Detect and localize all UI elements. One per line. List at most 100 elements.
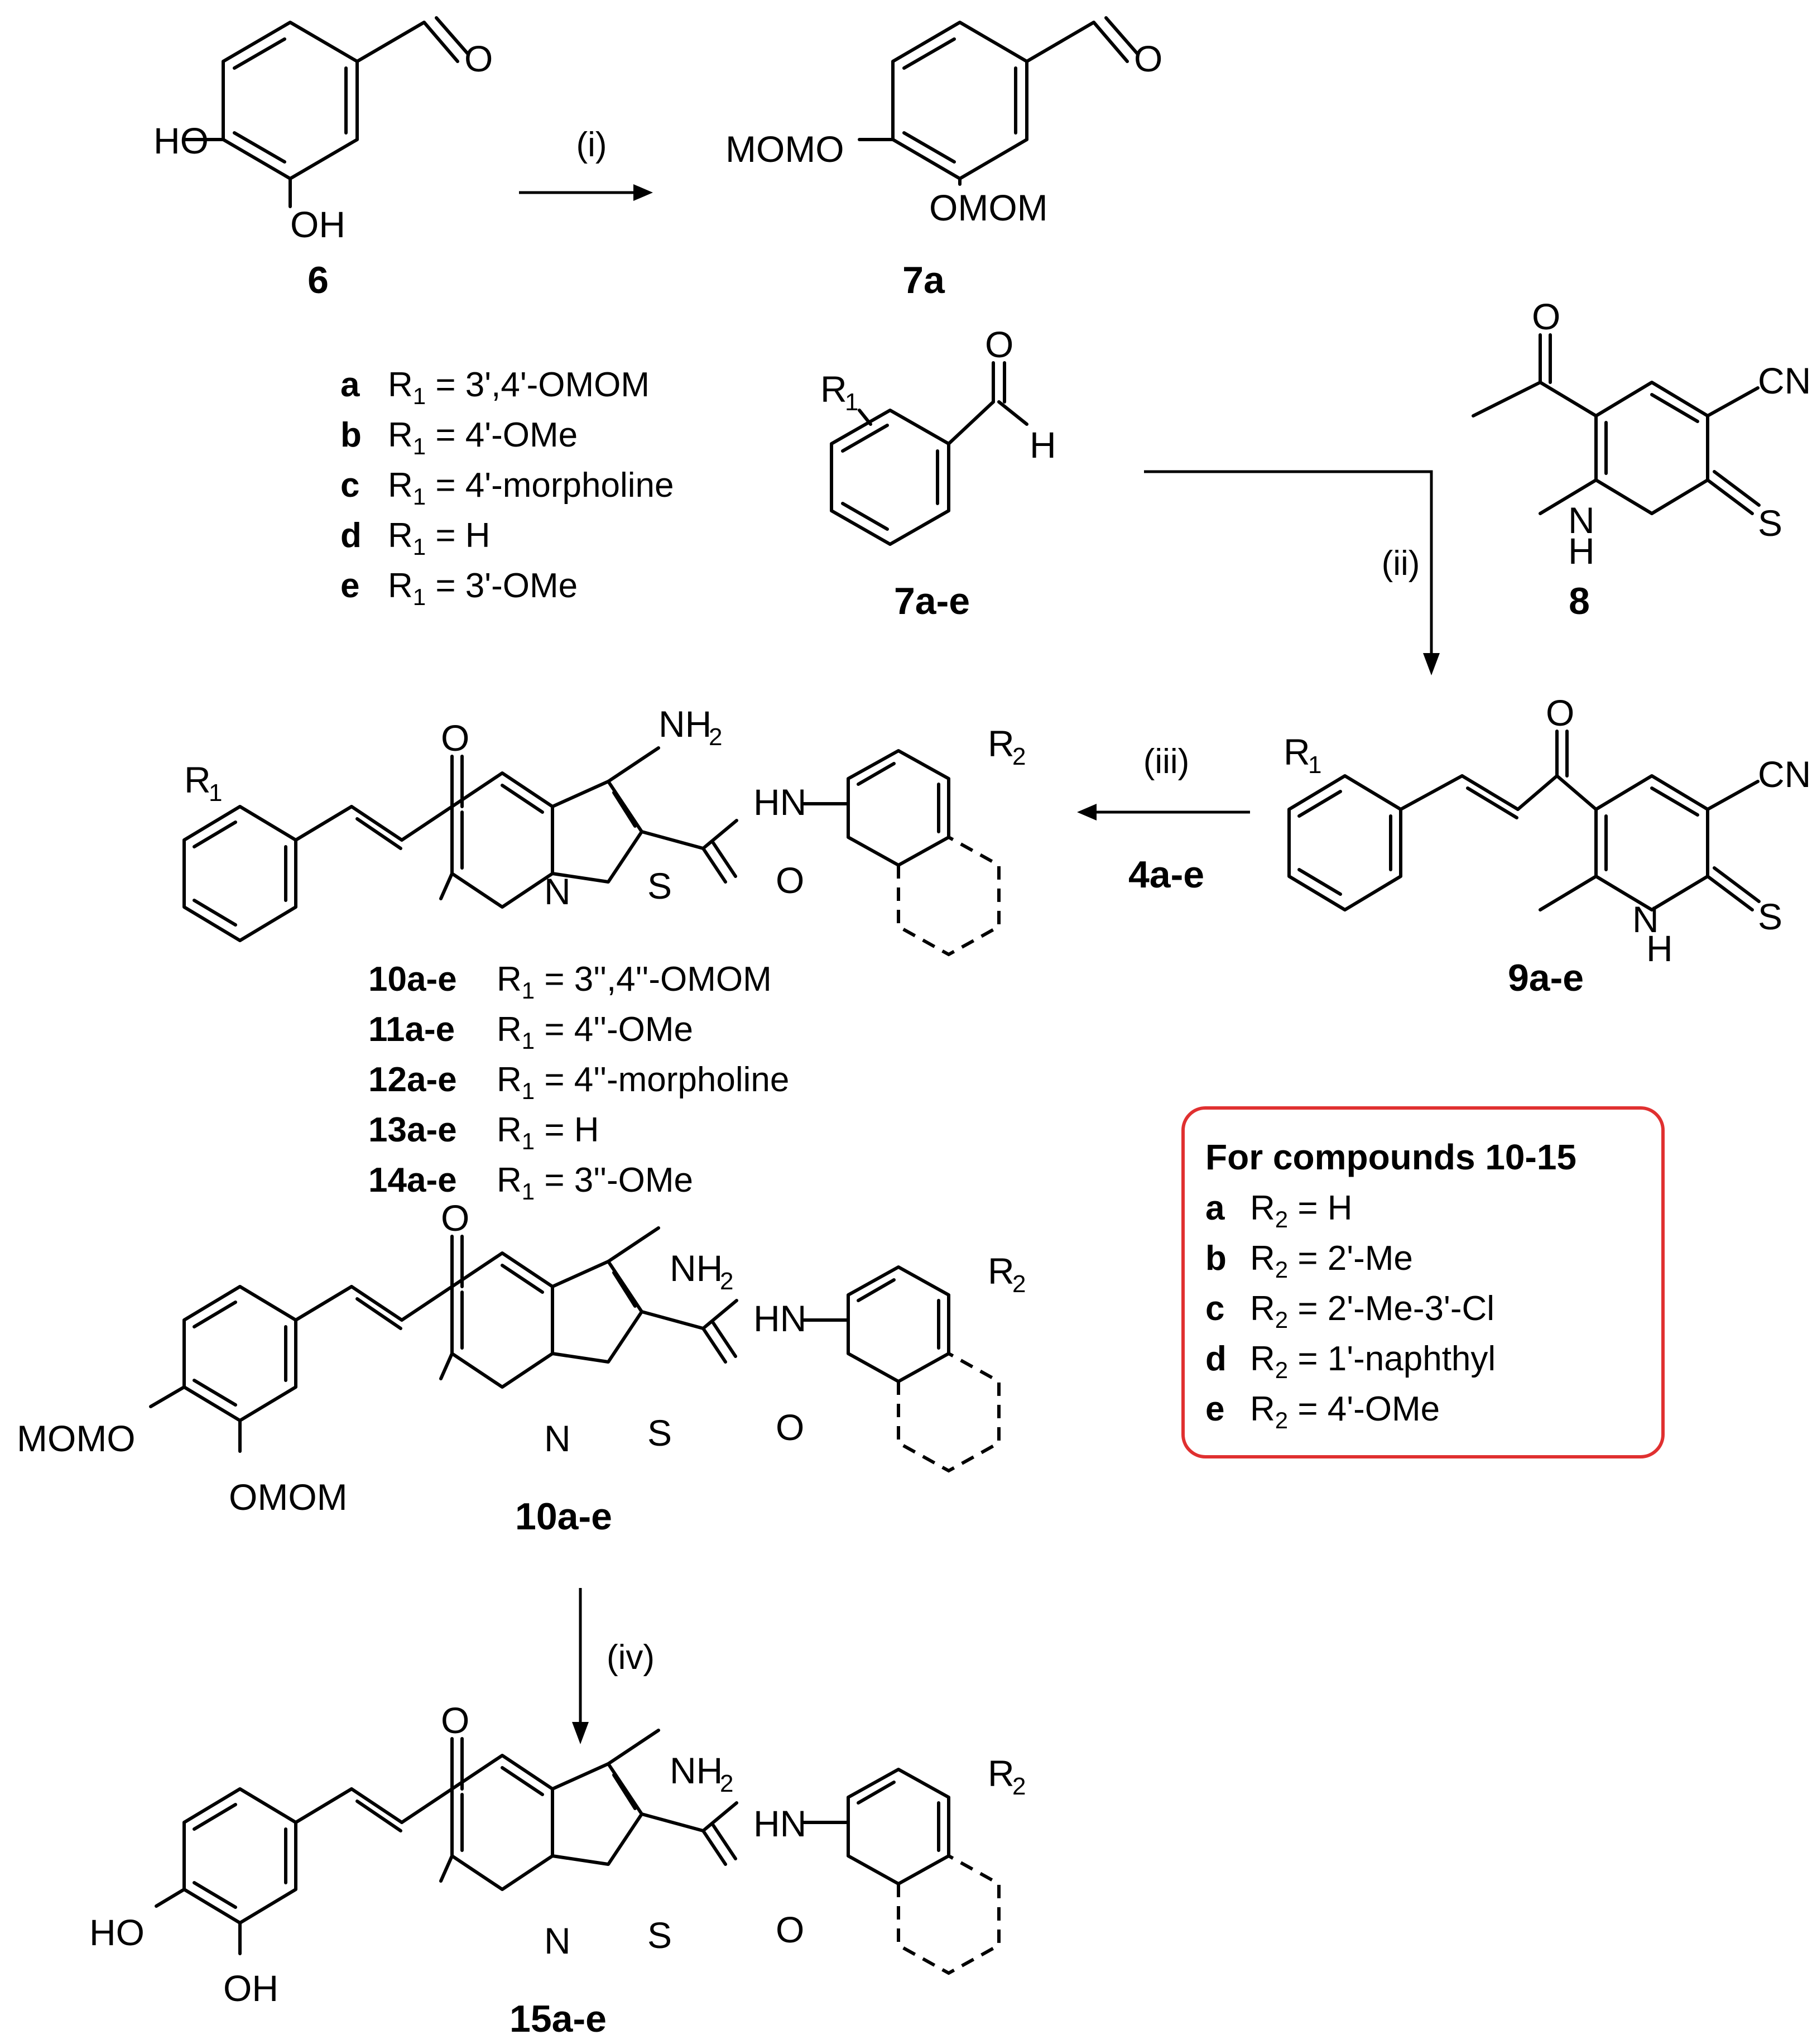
atom-label: O xyxy=(1546,692,1574,733)
atom-label: O xyxy=(1532,296,1560,337)
r2-item-subscript: 2 xyxy=(1275,1256,1288,1283)
series-item-subscript: 1 xyxy=(522,977,535,1004)
r2-item-key: b xyxy=(1205,1239,1227,1278)
arrow-head xyxy=(572,1722,589,1744)
r2-item-key: d xyxy=(1205,1340,1227,1378)
atom-label: N xyxy=(544,1418,571,1459)
atom-label: HO xyxy=(153,120,209,161)
series-item-symbol: R xyxy=(497,1111,522,1149)
atom-label: OMOM xyxy=(229,1476,348,1518)
atom-label: O xyxy=(1134,38,1162,79)
compound-label-10a-e: 10a-e xyxy=(515,1495,612,1538)
compound-15a-e-structure: HO OH O N S NH 2 O HN R 2 xyxy=(89,1700,1026,2009)
series-item-value: = 4''-OMe xyxy=(535,1010,693,1049)
atom-label: O xyxy=(776,1909,804,1950)
atom-label: O xyxy=(464,38,493,79)
series-item-subscript: 1 xyxy=(522,1128,535,1154)
series-item-symbol: R xyxy=(497,1161,522,1199)
r2-item-key: e xyxy=(1205,1390,1224,1428)
series-item-symbol: R xyxy=(497,960,522,999)
atom-subscript: 2 xyxy=(720,1268,733,1295)
atom-subscript: 2 xyxy=(1012,743,1026,770)
r2-item-value: = 1'-naphthyl xyxy=(1288,1340,1496,1378)
atom-label: N xyxy=(1632,899,1659,940)
atom-label: R xyxy=(184,759,211,800)
arrow-head xyxy=(1423,653,1440,675)
atom-label: NH xyxy=(658,703,712,745)
r1-item-subscript: 1 xyxy=(413,483,426,510)
r1-item-value: = 3'-OMe xyxy=(426,567,578,605)
atom-label: S xyxy=(647,1412,672,1453)
atom-subscript: 1 xyxy=(1308,751,1321,779)
compound-8-structure: O CN S N H xyxy=(1472,296,1811,572)
atom-label: N xyxy=(1568,500,1595,541)
r1-item-key: e xyxy=(340,567,359,605)
step-label-iii: (iii) xyxy=(1143,742,1190,781)
atom-subscript: 1 xyxy=(209,779,222,807)
step-reagent-4a-e: 4a-e xyxy=(1128,853,1204,896)
r1-item-symbol: R xyxy=(388,366,413,404)
atom-label: HN xyxy=(753,781,806,823)
atom-label: R xyxy=(988,1753,1015,1794)
series-item-subscript: 1 xyxy=(522,1078,535,1104)
compound-label-9a-e: 9a-e xyxy=(1508,957,1584,999)
series-item-key: 14a-e xyxy=(368,1161,457,1199)
atom-label: MOMO xyxy=(725,128,844,170)
series-item-value: = 4''-morpholine xyxy=(535,1061,789,1099)
r1-item-key: c xyxy=(340,466,359,505)
r2-item-value: = H xyxy=(1288,1189,1352,1227)
reaction-arrow-ii xyxy=(1144,470,1433,656)
atom-label: O xyxy=(776,1407,804,1448)
atom-label: S xyxy=(647,1915,672,1956)
atom-label: OH xyxy=(290,204,345,245)
atom-label: S xyxy=(647,865,672,906)
compound-label-7a: 7a xyxy=(902,259,945,301)
compound-9a-e-structure: O CN S N H R 1 xyxy=(1284,692,1811,969)
r1-item-subscript: 1 xyxy=(413,534,426,560)
atom-label: HN xyxy=(753,1298,806,1339)
r1-item-symbol: R xyxy=(388,567,413,605)
step-label-i: (i) xyxy=(576,126,607,164)
atom-label: H xyxy=(1568,530,1595,572)
r2-item-key: a xyxy=(1205,1189,1225,1227)
atom-label: CN xyxy=(1758,754,1811,795)
atom-label: N xyxy=(544,871,571,912)
atom-label: OH xyxy=(223,1968,278,2009)
r1-item-symbol: R xyxy=(388,466,413,505)
r2-item-subscript: 2 xyxy=(1275,1307,1288,1333)
r2-item-value: = 2'-Me xyxy=(1288,1239,1413,1278)
r2-item-symbol: R xyxy=(1250,1390,1275,1428)
r2-item-value: = 4'-OMe xyxy=(1288,1390,1440,1428)
atom-label: OMOM xyxy=(929,187,1048,228)
compound-label-7a-e: 7a-e xyxy=(894,580,970,622)
r2-item-symbol: R xyxy=(1250,1289,1275,1328)
atom-label: R xyxy=(988,723,1015,764)
step-label-ii: (ii) xyxy=(1382,544,1420,583)
atom-label: O xyxy=(441,717,469,759)
compound-6-structure: O HO OH xyxy=(153,16,493,245)
atom-label: R xyxy=(820,368,847,410)
r1-item-key: b xyxy=(340,416,362,454)
product-series-structure: R 1 O N S NH 2 O HN R 2 xyxy=(182,703,1026,957)
r2-item-value: = 2'-Me-3'-Cl xyxy=(1288,1289,1494,1328)
series-item-value: = 3'',4''-OMOM xyxy=(535,960,772,999)
atom-subscript: 1 xyxy=(845,388,858,416)
atom-label: CN xyxy=(1758,360,1811,401)
r2-item-key: c xyxy=(1205,1289,1224,1328)
r1-item-value: = H xyxy=(426,516,490,555)
r1-item-symbol: R xyxy=(388,416,413,454)
series-item-subscript: 1 xyxy=(522,1028,535,1054)
atom-label: O xyxy=(441,1700,469,1741)
r1-item-subscript: 1 xyxy=(413,383,426,409)
r1-item-key: a xyxy=(340,366,360,404)
